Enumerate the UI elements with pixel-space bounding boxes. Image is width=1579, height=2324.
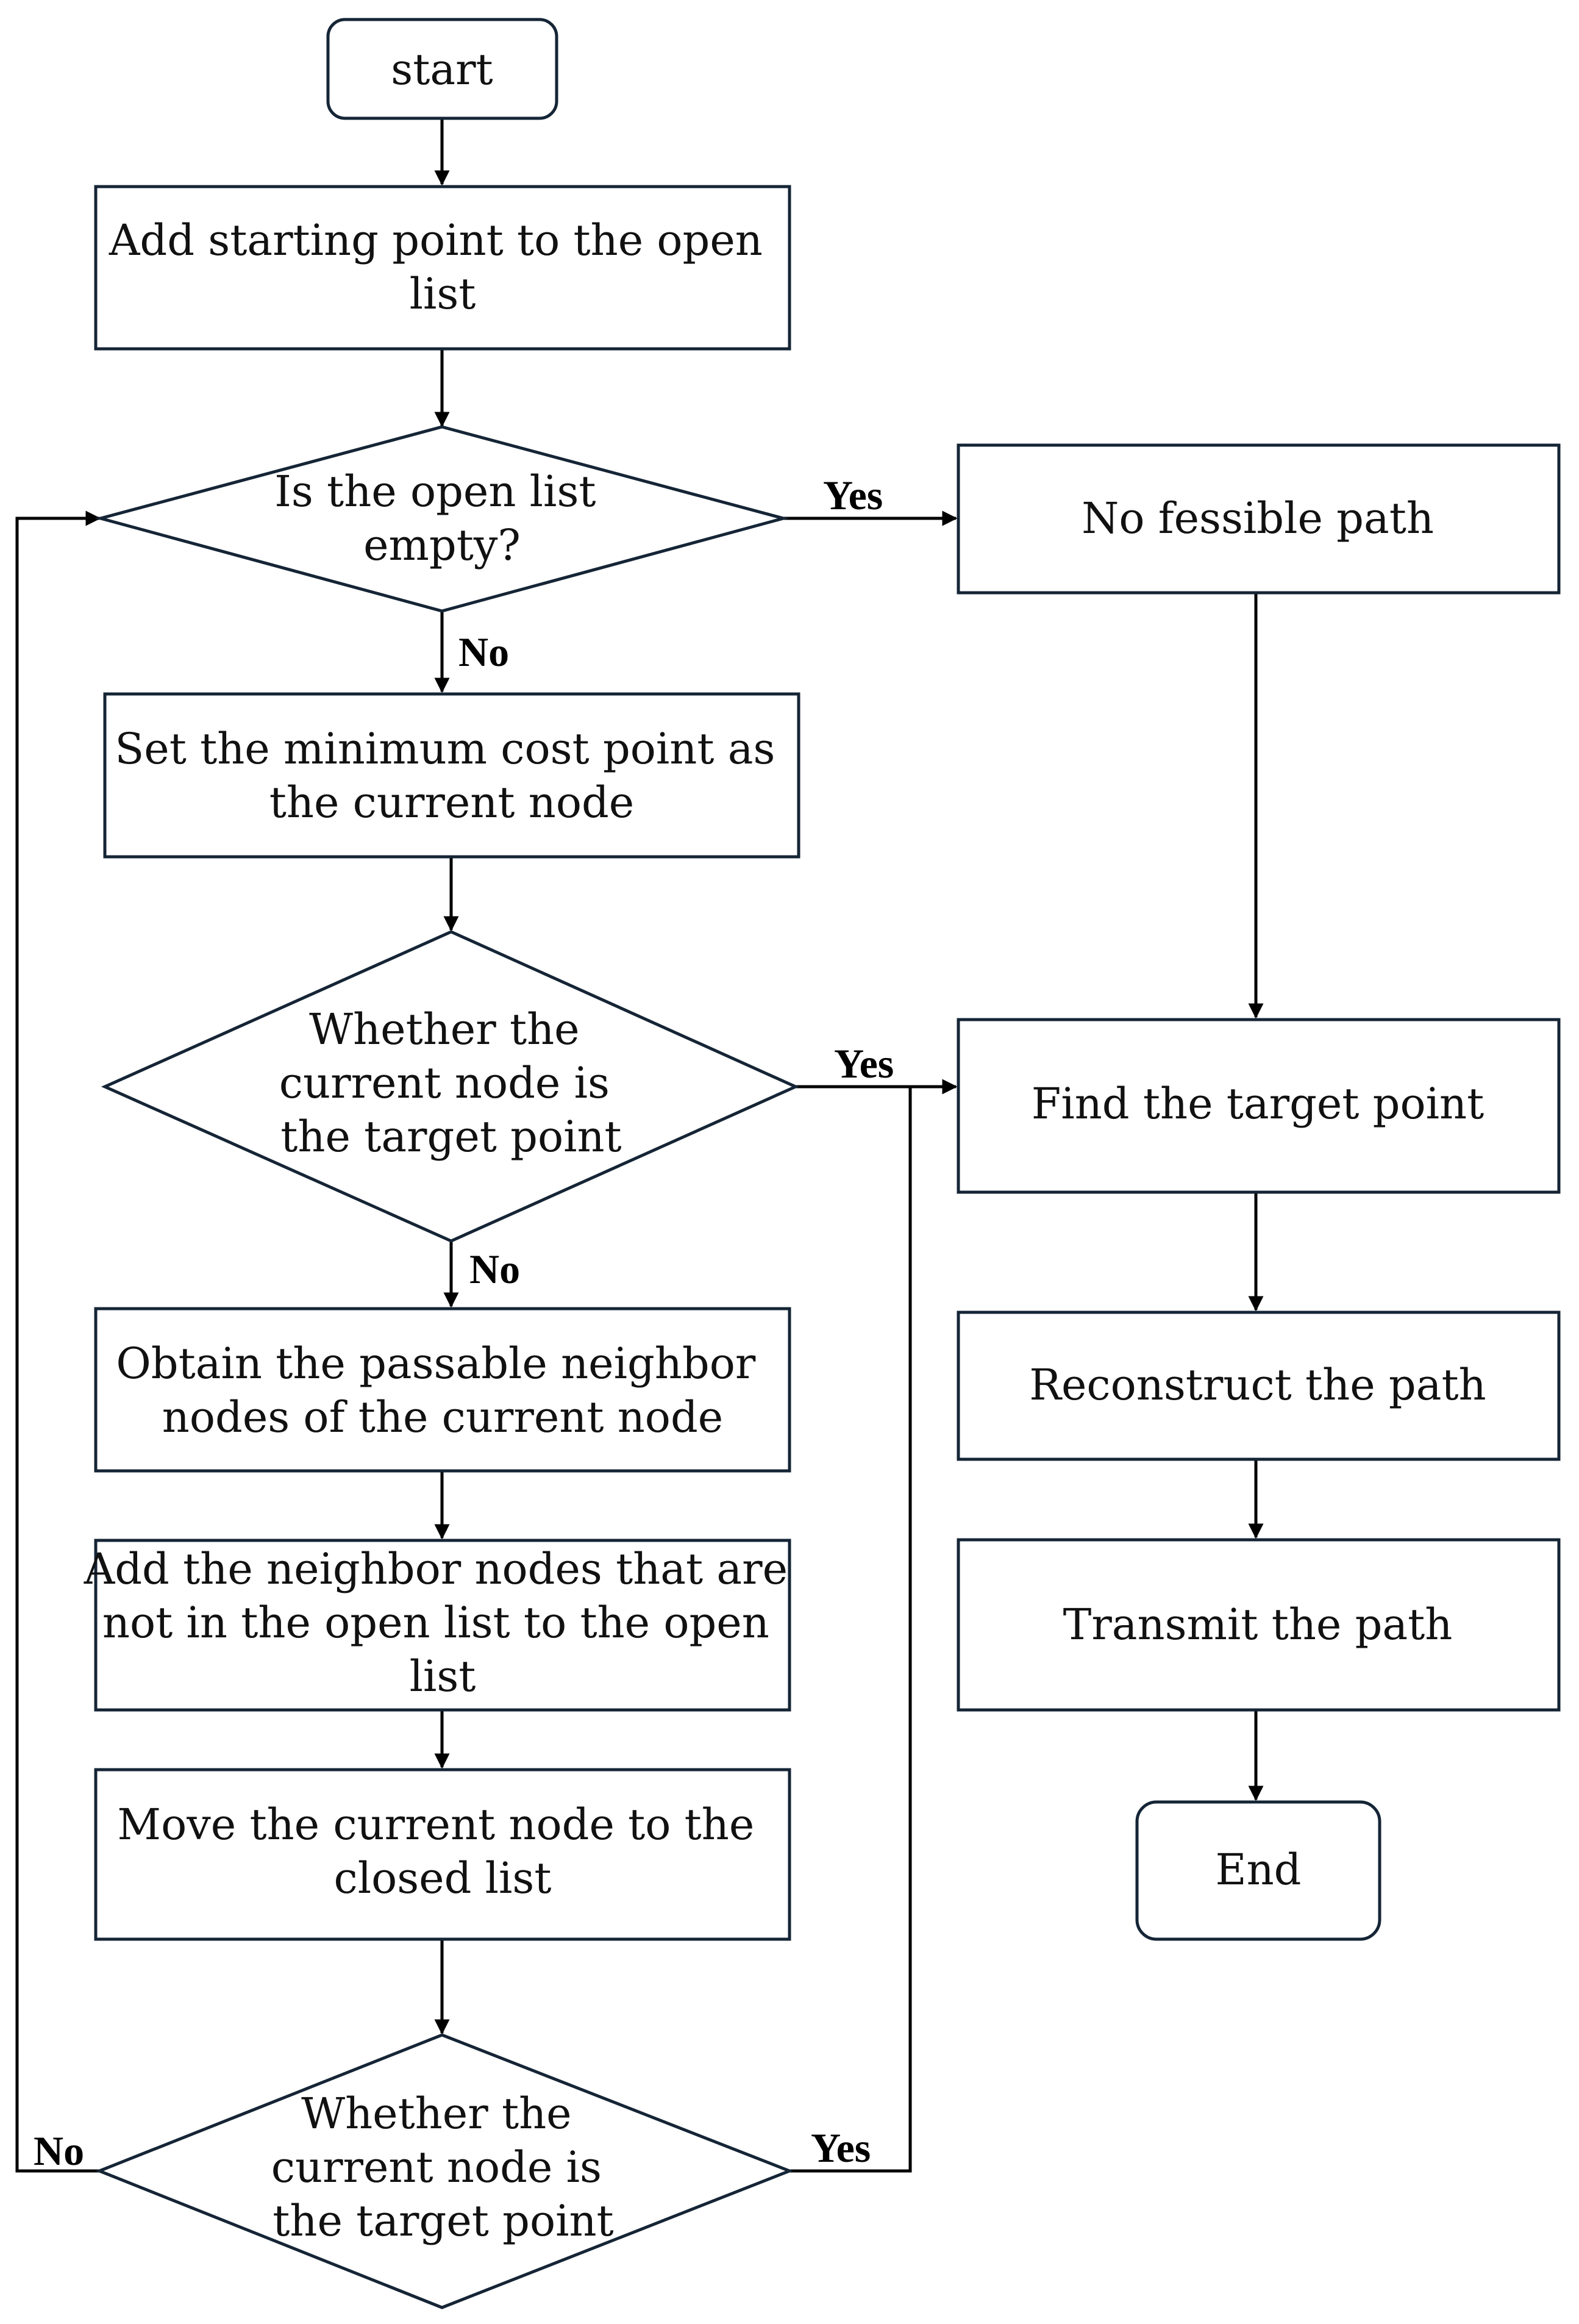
transmit-process [957, 1538, 1561, 1712]
edge-is-target-2-no [15, 510, 101, 2173]
is-target-1-label-line-2: current node is [279, 1058, 610, 1108]
transmit-label-line: Transmit the path [1063, 1600, 1453, 1650]
set-min-label-line-1: Set the minimum cost point as [115, 724, 775, 774]
is-target-2-label-line-1: Whether the [301, 2089, 571, 2139]
move-closed-label: Move the current node to the closed list [117, 1800, 768, 1903]
obtain-neighbors-label-line-1: Obtain the passable neighbor [116, 1339, 755, 1389]
reconstruct-label: Reconstruct the path [1029, 1360, 1486, 1410]
open-empty-yes-label: Yes [823, 472, 883, 518]
end-label-line: End [1216, 1845, 1302, 1895]
add-neighbors-label-line-1: Add the neighbor nodes that are [84, 1544, 788, 1594]
set-min-label-line-2: the current node [269, 778, 634, 828]
is-target-2-label: Whether the current node is the target p… [271, 2089, 615, 2246]
add-start-label-line-1: Add starting point to the open [109, 215, 763, 265]
is-target-2-decision [95, 2033, 794, 2309]
no-path-label-line: No fessible path [1082, 493, 1434, 543]
open-empty-label-line-2: empty? [363, 520, 521, 570]
find-target-process [957, 1018, 1561, 1194]
add-neighbors-label-line-2: not in the open list to the open [102, 1598, 769, 1648]
open-empty-no-label: No [458, 629, 509, 675]
reconstruct-label-line: Reconstruct the path [1029, 1360, 1486, 1410]
start-label-line: start [391, 45, 493, 95]
move-closed-process [94, 1768, 791, 1941]
set-min-label: Set the minimum cost point as the curren… [115, 724, 788, 828]
find-target-label: Find the target point [1032, 1079, 1485, 1129]
start-label: start [391, 45, 493, 95]
obtain-neighbors-label-line-2: nodes of the current node [162, 1392, 723, 1442]
open-empty-decision [94, 425, 790, 613]
is-target-1-label-line-3: the target point [280, 1112, 621, 1162]
no-path-label: No fessible path [1082, 493, 1434, 543]
move-closed-label-line-1: Move the current node to the [117, 1800, 754, 1850]
node-labels: start Add starting point to the open lis… [84, 45, 1486, 2246]
is-target-2-yes-label: Yes [811, 2125, 871, 2171]
add-start-label: Add starting point to the open list [109, 215, 776, 319]
is-target-2-label-line-3: the target point [273, 2196, 613, 2246]
add-neighbors-process [94, 1539, 791, 1712]
is-target-1-label: Whether the current node is the target p… [279, 1004, 623, 1162]
start-terminal [326, 18, 558, 120]
is-target-1-decision [101, 930, 800, 1243]
move-closed-label-line-2: closed list [334, 1853, 552, 1903]
find-target-label-line: Find the target point [1032, 1079, 1485, 1129]
add-neighbors-label: Add the neighbor nodes that are not in t… [84, 1544, 802, 1701]
edge-is-target-2-yes [790, 1087, 912, 2173]
obtain-neighbors-label: Obtain the passable neighbor nodes of th… [116, 1339, 769, 1442]
add-start-label-line-2: list [410, 269, 476, 319]
no-path-process [957, 443, 1561, 595]
is-target-1-label-line-1: Whether the [309, 1004, 579, 1054]
is-target-1-no-label: No [469, 1246, 520, 1292]
is-target-1-yes-label: Yes [834, 1040, 894, 1087]
add-neighbors-label-line-3: list [410, 1651, 476, 1701]
end-terminal [1135, 1800, 1381, 1941]
edge-labels: Yes No Yes No Yes No [34, 472, 894, 2174]
is-target-2-label-line-2: current node is [271, 2142, 602, 2192]
connectors [15, 118, 1264, 2173]
obtain-neighbors-process [94, 1307, 791, 1473]
reconstruct-process [957, 1310, 1561, 1461]
end-label: End [1216, 1845, 1302, 1895]
add-start-process [94, 185, 791, 351]
open-empty-label-line-1: Is the open list [274, 467, 596, 517]
shapes [94, 18, 1561, 2309]
transmit-label: Transmit the path [1063, 1600, 1453, 1650]
is-target-2-no-label: No [34, 2128, 84, 2174]
open-empty-label: Is the open list empty? [274, 467, 610, 570]
set-min-process [103, 692, 800, 859]
